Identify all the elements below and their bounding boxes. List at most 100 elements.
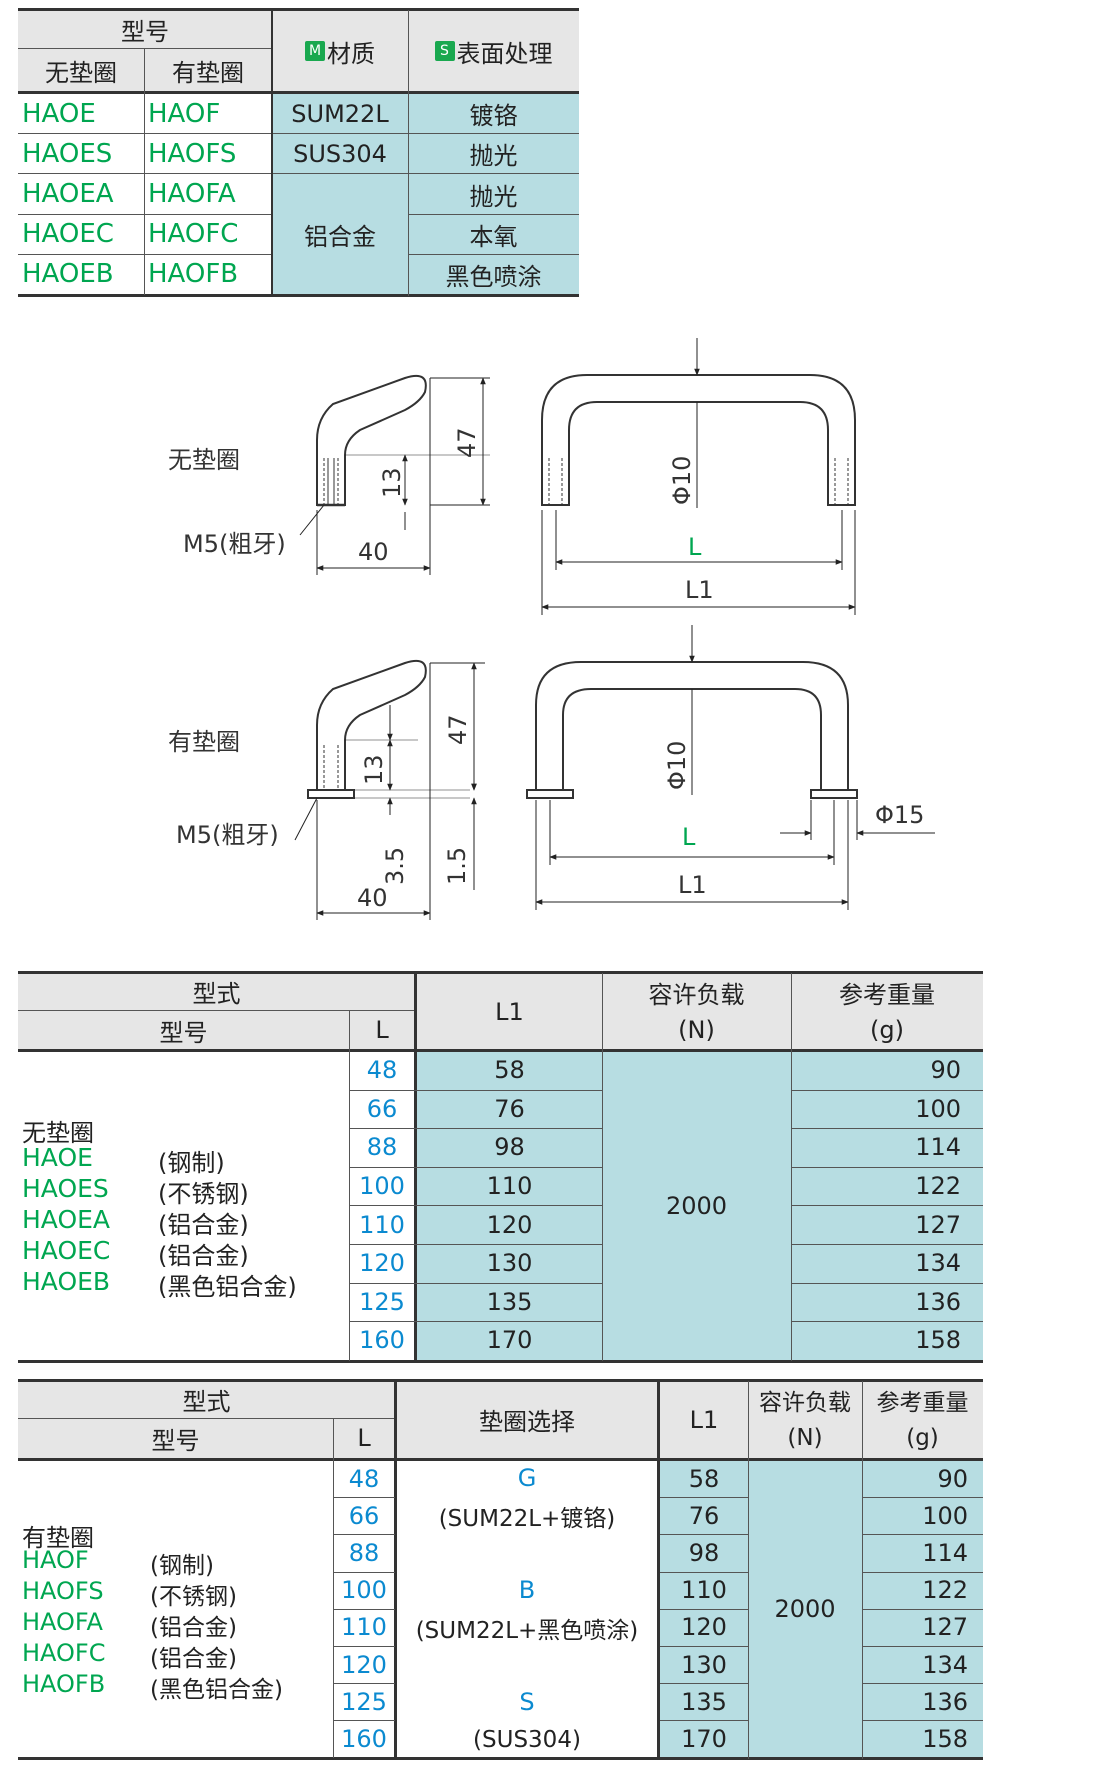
L1-value: 170 — [486, 1326, 533, 1355]
dim-40: 40 — [358, 538, 389, 566]
weight-value: 114 — [922, 1538, 968, 1567]
row-divider — [862, 1646, 983, 1647]
L1-value: 76 — [688, 1501, 720, 1530]
L-value: 120 — [341, 1650, 387, 1679]
weight-value: 136 — [922, 1687, 968, 1716]
row-divider — [862, 1534, 983, 1536]
row-divider — [660, 1646, 748, 1647]
drawing-label-with-washer: 有垫圈 — [168, 728, 240, 756]
model-material: (不锈钢) — [158, 1180, 249, 1208]
surface-value: 镀铬 — [469, 102, 518, 130]
surface-value: 本氧 — [469, 222, 518, 251]
s-badge-icon: S — [434, 41, 455, 61]
row-divider — [660, 1720, 748, 1722]
header-washer: 垫圈选择 — [479, 1408, 575, 1436]
header-weight: 参考重量 — [839, 980, 935, 1009]
row-divider — [660, 1608, 748, 1610]
model-code: HAOEC — [22, 1236, 111, 1265]
L-value: 48 — [366, 1056, 398, 1085]
row-divider — [791, 1128, 983, 1130]
row-divider — [660, 1683, 748, 1685]
row-divider — [349, 1205, 602, 1207]
model-code: HAOFS — [148, 138, 237, 169]
L1-value: 170 — [681, 1724, 727, 1753]
dim-47: 47 — [453, 427, 481, 458]
L1-value: 110 — [486, 1172, 533, 1201]
model-code: HAOE — [22, 98, 96, 129]
L1-value: 76 — [494, 1094, 525, 1123]
header-model: 型号 — [121, 17, 169, 46]
model-code: HAOFB — [22, 1670, 106, 1698]
model-code: HAOFC — [22, 1639, 106, 1667]
header-type: 型式 — [182, 1388, 231, 1416]
model-code: HAOFA — [22, 1608, 103, 1636]
row-divider — [791, 1321, 983, 1323]
L-value: 88 — [348, 1538, 380, 1567]
row-divider — [791, 1205, 983, 1207]
L1-value: 58 — [494, 1056, 525, 1085]
weight-value: 158 — [922, 1724, 968, 1753]
model-code: HAOES — [22, 138, 113, 169]
L-value: 110 — [359, 1210, 405, 1239]
weight-value: 122 — [915, 1172, 961, 1201]
weight-value: 158 — [915, 1326, 961, 1355]
L-value: 48 — [348, 1464, 380, 1493]
L1-value: 135 — [681, 1687, 727, 1716]
row-divider — [349, 1282, 602, 1284]
header-load: 容许负载 — [759, 1390, 851, 1416]
model-code: HAOFA — [148, 179, 236, 209]
model-code: HAOFS — [22, 1577, 104, 1605]
row-divider — [791, 1282, 983, 1284]
model-code: HAOEC — [22, 219, 114, 249]
dim-40: 40 — [357, 884, 388, 912]
L1-value: 110 — [681, 1576, 727, 1605]
dim-3-5: 3.5 — [381, 847, 409, 885]
weight-value: 134 — [922, 1650, 968, 1679]
header-load-unit: (N) — [678, 1016, 715, 1044]
technical-drawing: 无垫圈 M5(粗牙) 40 13 47 Φ10 L L1 有垫圈 M5(粗牙) … — [168, 338, 935, 920]
L-value: 100 — [341, 1576, 387, 1605]
weight-value: 134 — [915, 1249, 961, 1278]
group-label: 无垫圈 — [22, 1119, 94, 1147]
L-value: 125 — [359, 1287, 405, 1316]
header-no-washer: 无垫圈 — [45, 58, 117, 87]
model-material: (铝合金) — [158, 1242, 249, 1270]
dia-15: Φ15 — [875, 801, 924, 829]
surface-value: 黑色喷涂 — [445, 262, 542, 291]
dim-L: L — [688, 533, 702, 561]
weight-value: 90 — [930, 1056, 961, 1085]
header-L: L — [375, 1016, 389, 1044]
dim-L1: L1 — [678, 871, 707, 899]
row-divider — [333, 1683, 395, 1685]
model-code: HAOF — [22, 1546, 89, 1574]
L1-value: 58 — [688, 1464, 720, 1493]
header-load: 容许负载 — [648, 980, 745, 1009]
dim-13: 13 — [378, 467, 406, 498]
load-value: 2000 — [774, 1594, 836, 1623]
dim-L: L — [682, 823, 696, 851]
weight-value: 100 — [922, 1501, 968, 1530]
model-material: (黑色铝合金) — [158, 1273, 297, 1301]
load-value: 2000 — [665, 1191, 728, 1220]
L-value: 66 — [348, 1501, 380, 1530]
model-material: (黑色铝合金) — [150, 1677, 283, 1703]
washer-desc: (SUS304) — [473, 1726, 581, 1753]
material-value: 铝合金 — [304, 222, 376, 251]
row-divider — [660, 1497, 748, 1499]
dim-1-5: 1.5 — [443, 847, 471, 885]
model-code: HAOES — [22, 1174, 109, 1203]
L1-value: 130 — [681, 1650, 727, 1679]
dia-10: Φ10 — [668, 456, 696, 505]
row-divider — [349, 1089, 602, 1091]
drawing-label-no-washer: 无垫圈 — [168, 446, 240, 474]
L-value: 160 — [359, 1326, 405, 1355]
side-view-no-washer — [316, 374, 427, 506]
weight-value: 114 — [915, 1133, 961, 1162]
row-divider — [333, 1571, 395, 1573]
row-divider — [349, 1166, 602, 1168]
weight-value: 127 — [922, 1613, 968, 1642]
model-code: HAOFB — [148, 259, 239, 289]
L-value: 160 — [341, 1724, 387, 1753]
header-weight: 参考重量 — [876, 1390, 969, 1416]
dim-L1: L1 — [685, 576, 714, 604]
